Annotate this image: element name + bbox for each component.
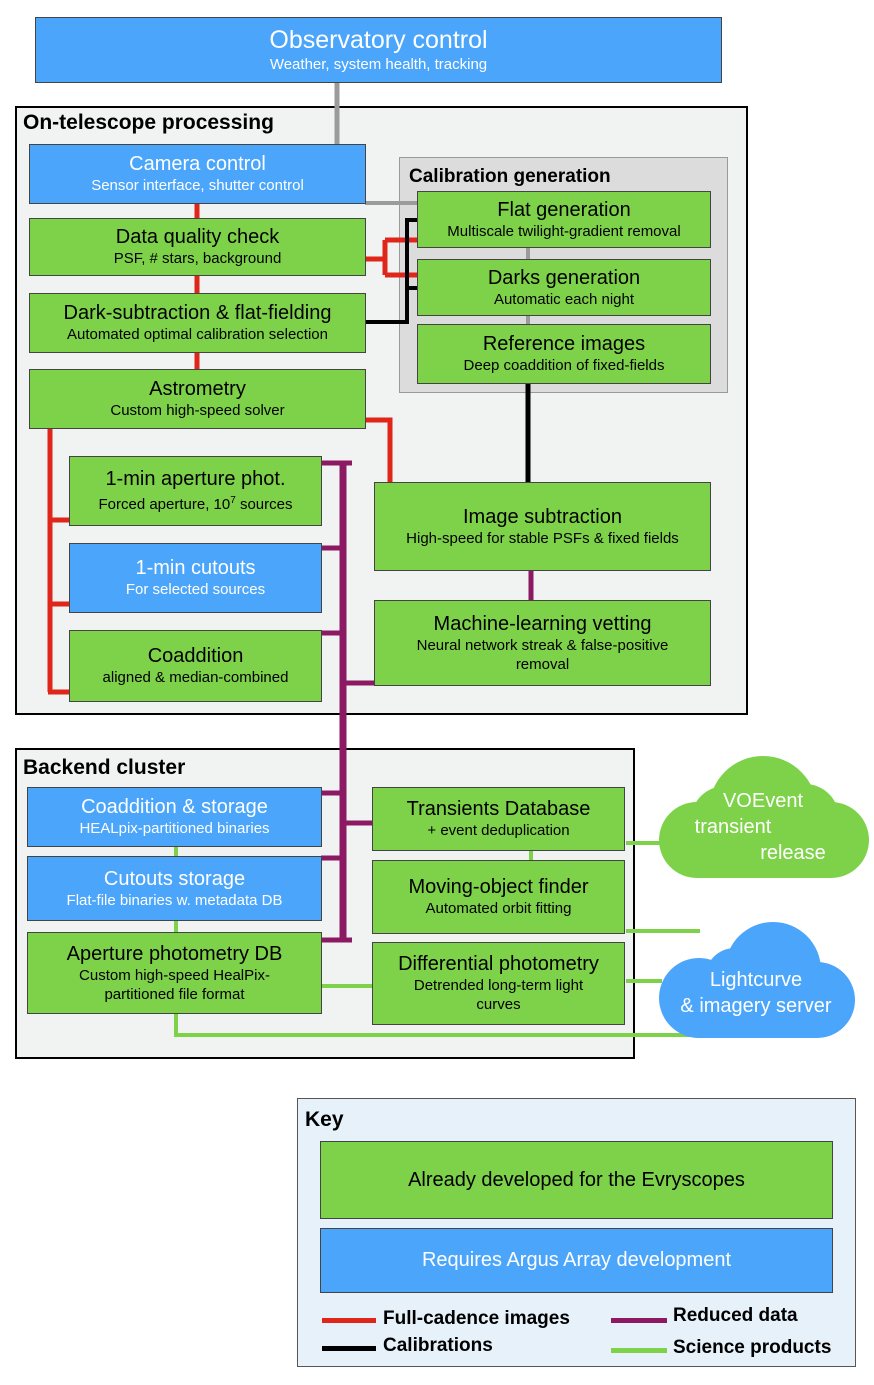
image-subtraction-subtitle: High-speed for stable PSFs & fixed field… [406, 529, 679, 547]
cutouts-storage-subtitle: Flat-file binaries w. metadata DB [66, 891, 283, 909]
key-title: Key [305, 1108, 344, 1131]
voevent-line2: transient [694, 816, 772, 838]
transients-db-box: Transients Database + event deduplicatio… [372, 787, 625, 851]
differential-phot-subtitle: Detrended long-term light curves [413, 977, 584, 1013]
backend-title: Backend cluster [23, 756, 186, 779]
key-argus-label: Requires Argus Array development [421, 1249, 732, 1271]
aperture-phot-subtitle-sup: 7 [230, 495, 236, 506]
coaddition-storage-subtitle: HEALpix-partitioned binaries [79, 820, 270, 837]
aperture-db-subtitle: Custom high-speed HealPix-partitioned fi… [79, 966, 270, 1003]
darks-generation-subtitle: Automatic each night [493, 290, 635, 308]
cutouts-subtitle: For selected sources [125, 581, 266, 598]
coaddition-subtitle: aligned & median-combined [102, 669, 289, 686]
legend-calibrations-label: Calibrations [383, 1335, 493, 1356]
legend-reduced-swatch [611, 1318, 667, 1323]
observatory-control-subtitle: Weather, system health, tracking [269, 56, 488, 73]
moving-object-title: Moving-object finder [408, 876, 589, 898]
lightcurve-cloud-shape [659, 922, 855, 1038]
line-astrometry-imgsub [365, 417, 393, 482]
line-reduced-branches [321, 460, 374, 943]
aperture-phot-title: 1-min aperture phot. [105, 468, 286, 490]
differential-phot-box: Differential photometry Detrended long-t… [372, 942, 625, 1025]
cutouts-storage-title: Cutouts storage [103, 867, 246, 890]
ml-vetting-subtitle: Neural network streak & false-positive r… [416, 636, 669, 673]
moving-object-box: Moving-object finder Automated orbit fit… [372, 860, 625, 934]
lightcurve-line2: & imagery server [680, 995, 832, 1017]
dark-flat-title: Dark-subtraction & flat-fielding [63, 302, 332, 324]
aperture-db-box: Aperture photometry DB Custom high-speed… [27, 932, 322, 1014]
flat-generation-box: Flat generation Multiscale twilight-grad… [417, 191, 711, 248]
data-quality-subtitle: PSF, # stars, background [113, 250, 282, 267]
ml-vetting-box: Machine-learning vetting Neural network … [374, 600, 711, 686]
aperture-phot-subtitle-a: Forced aperture, 10 [98, 496, 231, 513]
on-telescope-title: On-telescope processing [23, 111, 274, 134]
flat-generation-subtitle: Multiscale twilight-gradient removal [447, 222, 681, 240]
observatory-control-box: Observatory control Weather, system heal… [35, 17, 722, 83]
dark-flat-box: Dark-subtraction & flat-fielding Automat… [29, 293, 366, 353]
lightcurve-cloud: Lightcurve & imagery server [655, 918, 857, 1040]
image-subtraction-title: Image subtraction [463, 505, 622, 528]
line-cal-darkflat [365, 218, 418, 324]
ml-vetting-title: Machine-learning vetting [433, 612, 652, 635]
legend-science-label: Science products [673, 1337, 832, 1358]
line-apdb-lightcurve [174, 1014, 700, 1037]
data-quality-box: Data quality check PSF, # stars, backgro… [29, 218, 366, 276]
aperture-phot-subtitle-b: sources [235, 496, 293, 513]
camera-control-subtitle: Sensor interface, shutter control [91, 177, 304, 194]
legend-full-cadence-label: Full-cadence images [383, 1308, 570, 1329]
voevent-cloud-shape [659, 756, 869, 878]
reference-images-subtitle: Deep coaddition of fixed-fields [463, 357, 665, 374]
data-quality-title: Data quality check [115, 226, 280, 248]
coaddition-box: Coaddition aligned & median-combined [69, 630, 322, 702]
calibration-title: Calibration generation [409, 166, 611, 187]
astrometry-box: Astrometry Custom high-speed solver [29, 369, 366, 429]
camera-control-title: Camera control [129, 153, 266, 175]
differential-phot-title: Differential photometry [398, 953, 599, 975]
astrometry-title: Astrometry [149, 378, 246, 400]
key-developed-box: Already developed for the Evryscopes [320, 1141, 833, 1219]
transients-db-subtitle: + event deduplication [427, 822, 570, 839]
cutouts-box: 1-min cutouts For selected sources [69, 543, 322, 613]
darks-generation-title: Darks generation [487, 266, 641, 289]
voevent-line1: VOEvent [722, 790, 804, 812]
aperture-db-title: Aperture photometry DB [66, 942, 283, 965]
reference-images-title: Reference images [482, 333, 646, 355]
coaddition-storage-box: Coaddition & storage HEALpix-partitioned… [27, 787, 322, 847]
legend-science-swatch [611, 1348, 667, 1353]
astrometry-subtitle: Custom high-speed solver [110, 402, 285, 419]
line-astrometry-branches [47, 429, 70, 695]
aperture-phot-box: 1-min aperture phot. Forced aperture, 10… [69, 456, 322, 526]
moving-object-subtitle: Automated orbit fitting [425, 900, 572, 917]
aperture-phot-subtitle: Forced aperture, 107 sources [98, 491, 292, 514]
image-subtraction-box: Image subtraction High-speed for stable … [374, 482, 711, 571]
legend-reduced-label: Reduced data [673, 1305, 798, 1326]
camera-control-box: Camera control Sensor interface, shutter… [29, 144, 366, 204]
legend-calibrations-swatch [322, 1346, 376, 1351]
key-developed-label: Already developed for the Evryscopes [408, 1168, 745, 1191]
line-science-to-clouds [626, 841, 700, 983]
cutouts-title: 1-min cutouts [135, 557, 256, 579]
lightcurve-line1: Lightcurve [709, 969, 803, 991]
reference-images-box: Reference images Deep coaddition of fixe… [417, 324, 711, 384]
coaddition-storage-title: Coaddition & storage [81, 796, 268, 818]
flat-generation-title: Flat generation [497, 198, 631, 221]
voevent-line3: release [760, 842, 826, 864]
legend-full-cadence-swatch [322, 1318, 376, 1323]
line-dq-flat-darks [365, 237, 418, 278]
observatory-control-title: Observatory control [269, 26, 488, 54]
dark-flat-subtitle: Automated optimal calibration selection [67, 326, 328, 343]
coaddition-title: Coaddition [147, 645, 244, 667]
transients-db-title: Transients Database [406, 798, 591, 820]
darks-generation-box: Darks generation Automatic each night [417, 259, 711, 316]
line-science-backend [174, 847, 533, 932]
key-argus-box: Requires Argus Array development [320, 1228, 833, 1293]
voevent-cloud: VOEvent transient release [655, 752, 871, 884]
cutouts-storage-box: Cutouts storage Flat-file binaries w. me… [27, 856, 322, 921]
